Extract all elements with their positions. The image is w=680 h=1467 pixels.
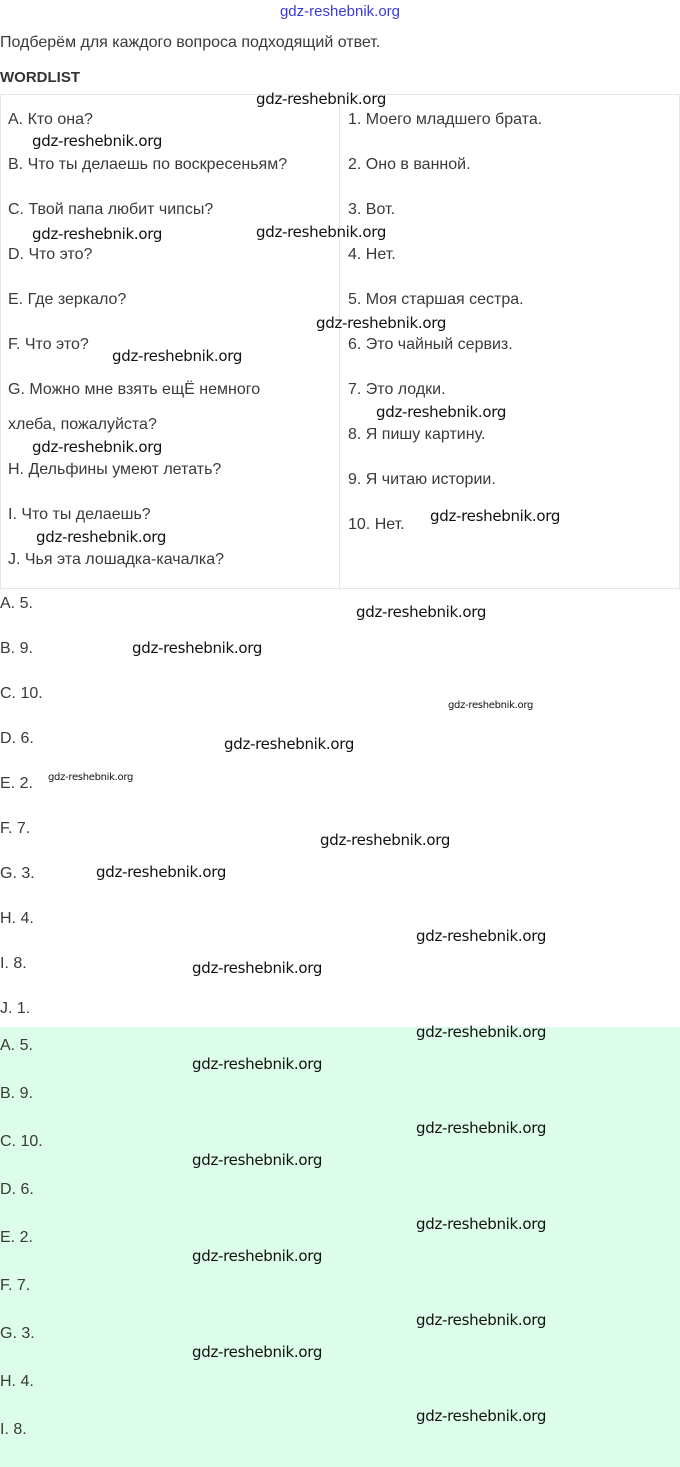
highlighted-answers-block xyxy=(0,1027,680,1467)
question-item: A. Кто она? xyxy=(8,111,93,128)
answer-item: J. 1. xyxy=(0,1000,31,1017)
watermark: gdz-reshebnik.org xyxy=(192,959,323,977)
watermark: gdz-reshebnik.org xyxy=(316,314,447,332)
watermark: gdz-reshebnik.org xyxy=(32,438,163,456)
watermark: gdz-reshebnik.org xyxy=(32,132,163,150)
watermark: gdz-reshebnik.org xyxy=(356,603,487,621)
answer-item: E. 2. xyxy=(0,775,33,792)
watermark: gdz-reshebnik.org xyxy=(192,1055,323,1073)
answer-item: D. 6. xyxy=(0,1181,34,1198)
section-title: WORDLIST xyxy=(0,69,80,86)
response-item: 2. Оно в ванной. xyxy=(348,156,471,173)
question-item: G. Можно мне взять ещЁ немного xyxy=(8,381,261,398)
answer-item: A. 5. xyxy=(0,595,33,612)
answer-item: I. 8. xyxy=(0,1421,27,1438)
response-item: 10. Нет. xyxy=(348,516,405,533)
response-item: 3. Вот. xyxy=(348,201,396,218)
response-item: 7. Это лодки. xyxy=(348,381,446,398)
answer-item: C. 10. xyxy=(0,1133,43,1150)
watermark: gdz-reshebnik.org xyxy=(416,1119,547,1137)
answer-item: C. 10. xyxy=(0,685,43,702)
site-watermark-header[interactable]: gdz-reshebnik.org xyxy=(279,3,401,20)
answer-item: F. 7. xyxy=(0,1277,31,1294)
question-item: E. Где зеркало? xyxy=(8,291,127,308)
watermark: gdz-reshebnik.org xyxy=(376,403,507,421)
watermark: gdz-reshebnik.org xyxy=(192,1151,323,1169)
question-item: D. Что это? xyxy=(8,246,93,263)
watermark: gdz-reshebnik.org xyxy=(256,223,387,241)
watermark: gdz-reshebnik.org xyxy=(224,735,355,753)
response-item: 4. Нет. xyxy=(348,246,396,263)
answer-item: H. 4. xyxy=(0,910,34,927)
watermark: gdz-reshebnik.org xyxy=(430,507,561,525)
question-item: F. Что это? xyxy=(8,336,89,353)
answer-item: F. 7. xyxy=(0,820,31,837)
watermark: gdz-reshebnik.org xyxy=(416,1311,547,1329)
watermark: gdz-reshebnik.org xyxy=(192,1343,323,1361)
watermark: gdz-reshebnik.org xyxy=(416,1407,547,1425)
watermark: gdz-reshebnik.org xyxy=(112,347,243,365)
watermark: gdz-reshebnik.org xyxy=(32,225,163,243)
answer-item: D. 6. xyxy=(0,730,34,747)
watermark: gdz-reshebnik.org xyxy=(416,1215,547,1233)
response-item: 8. Я пишу картину. xyxy=(348,426,486,443)
watermark: gdz-reshebnik.org xyxy=(36,528,167,546)
answer-item: G. 3. xyxy=(0,1325,35,1342)
answer-item: G. 3. xyxy=(0,865,35,882)
answer-item: H. 4. xyxy=(0,1373,34,1390)
watermark: gdz-reshebnik.org xyxy=(192,1247,323,1265)
answer-item: B. 9. xyxy=(0,640,33,657)
watermark: gdz-reshebnik.org xyxy=(132,639,263,657)
answer-item: A. 5. xyxy=(0,1037,33,1054)
response-item: 6. Это чайный сервиз. xyxy=(348,336,513,353)
answer-item: I. 8. xyxy=(0,955,27,972)
table-divider xyxy=(339,94,340,588)
question-item-continued: хлеба, пожалуйста? xyxy=(8,416,157,433)
question-item: H. Дельфины умеют летать? xyxy=(8,461,222,478)
watermark: gdz-reshebnik.org xyxy=(96,863,227,881)
watermark: gdz-reshebnik.org xyxy=(48,772,134,783)
response-item: 5. Моя старшая сестра. xyxy=(348,291,524,308)
watermark: gdz-reshebnik.org xyxy=(448,700,534,711)
response-item: 9. Я читаю истории. xyxy=(348,471,496,488)
watermark: gdz-reshebnik.org xyxy=(416,1023,547,1041)
question-item: C. Твой папа любит чипсы? xyxy=(8,201,214,218)
question-item: J. Чья эта лошадка-качалка? xyxy=(8,551,224,568)
instruction-text: Подберём для каждого вопроса подходящий … xyxy=(0,34,381,51)
watermark: gdz-reshebnik.org xyxy=(320,831,451,849)
watermark: gdz-reshebnik.org xyxy=(416,927,547,945)
response-item: 1. Моего младшего брата. xyxy=(348,111,543,128)
question-item: I. Что ты делаешь? xyxy=(8,506,151,523)
watermark: gdz-reshebnik.org xyxy=(256,90,387,108)
question-item: B. Что ты делаешь по воскресеньям? xyxy=(8,156,288,173)
answer-item: B. 9. xyxy=(0,1085,33,1102)
answer-item: E. 2. xyxy=(0,1229,33,1246)
